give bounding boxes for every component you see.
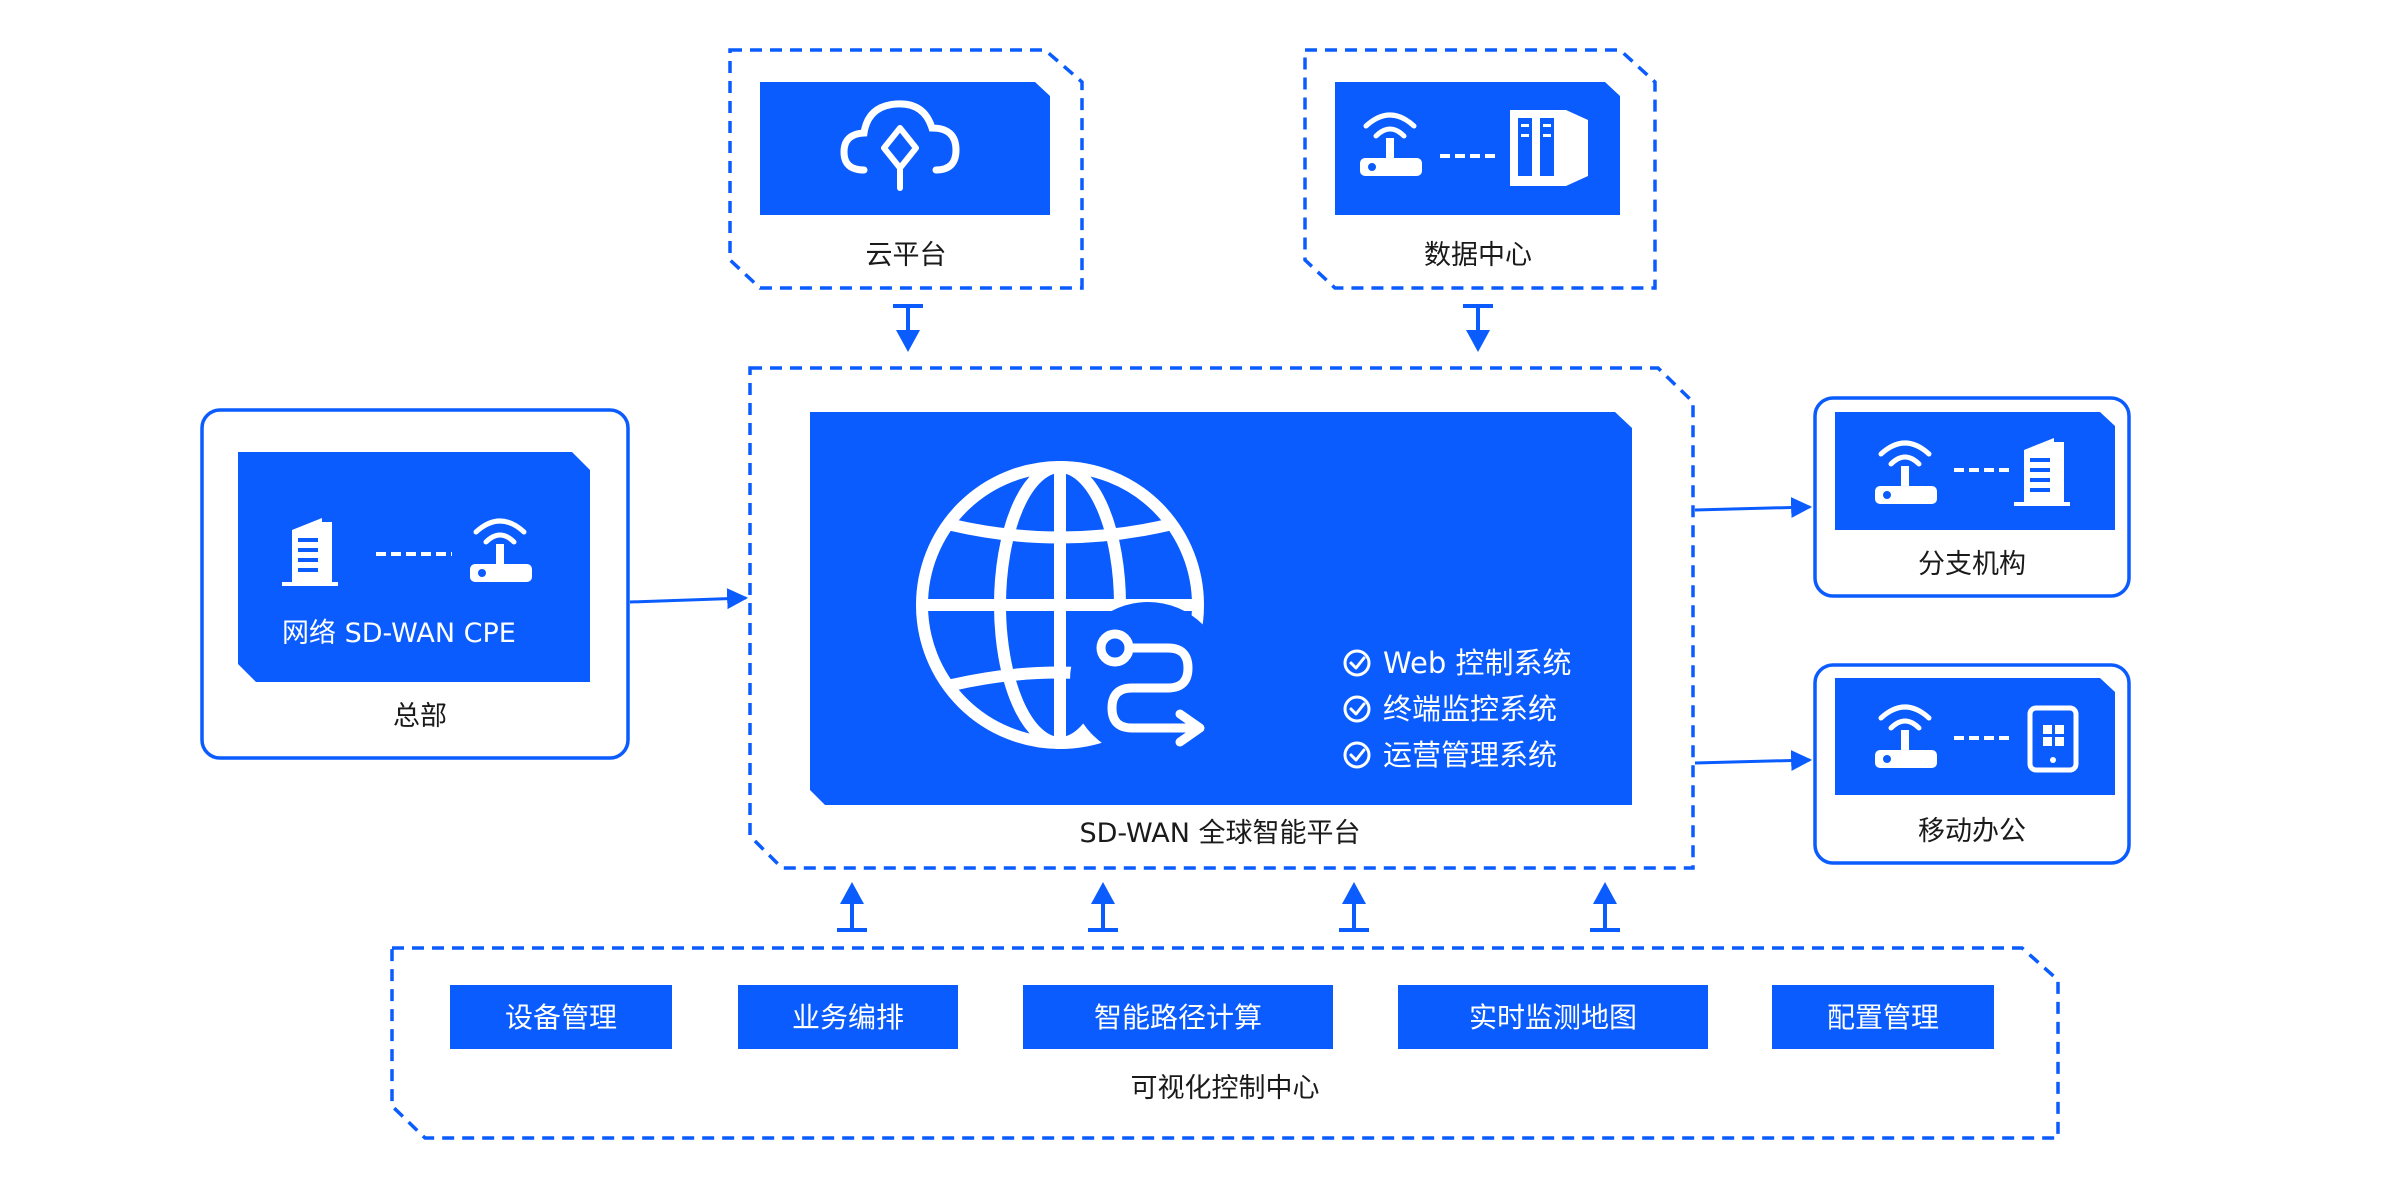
global-platform-node: Web 控制系统 终端监控系统 运营管理系统 SD-WAN 全球智能平台: [748, 366, 1695, 870]
data-center-frame: [1303, 48, 1657, 290]
tablet-icon: [2027, 705, 2079, 773]
cloud-platform-node: 云平台: [728, 48, 1084, 290]
system-item: Web 控制系统: [1343, 646, 1571, 680]
cloud-platform-label: 云平台: [866, 240, 947, 271]
cpe-label: 网络 SD-WAN CPE: [282, 618, 516, 649]
branch-frame: [1813, 396, 2131, 598]
arrow-platform-to-mobile: [1694, 749, 1813, 771]
arrows-control-to-platform: [837, 882, 1620, 932]
headquarters-node: 网络 SD-WAN CPE 总部: [200, 408, 630, 760]
arrow-datacenter-to-platform: [1463, 304, 1493, 352]
system-label: 终端监控系统: [1383, 692, 1557, 726]
module-label: 业务编排: [792, 1001, 904, 1034]
arrow-up: [1088, 882, 1118, 932]
server-rack-icon: [1510, 110, 1588, 186]
headquarters-frame: [200, 408, 630, 760]
global-platform-frame: [748, 366, 1695, 870]
arrow-platform-to-branch: [1694, 496, 1813, 518]
check-circle-icon: [1343, 741, 1371, 769]
system-label: Web 控制系统: [1383, 646, 1571, 680]
headquarters-label: 总部: [393, 701, 447, 732]
module-box: 设备管理: [450, 985, 672, 1049]
module-label: 智能路径计算: [1094, 1001, 1262, 1034]
system-item: 终端监控系统: [1343, 692, 1557, 726]
check-circle-icon: [1343, 649, 1371, 677]
data-center-node: 数据中心: [1303, 48, 1657, 290]
system-list: Web 控制系统 终端监控系统 运营管理系统: [1343, 646, 1571, 772]
module-box: 实时监测地图: [1398, 985, 1708, 1049]
cloud-platform-panel: [760, 82, 1050, 215]
branch-node: 分支机构: [1813, 396, 2131, 598]
arrow-hq-to-platform: [629, 588, 749, 610]
mobile-office-frame: [1813, 663, 2131, 865]
module-box: 业务编排: [738, 985, 958, 1049]
control-center-label: 可视化控制中心: [1131, 1073, 1320, 1104]
cloud-icon: [840, 100, 960, 191]
arrow-up: [837, 882, 867, 932]
data-center-label: 数据中心: [1424, 240, 1532, 271]
arrow-cloud-to-platform: [893, 304, 923, 352]
module-label: 实时监测地图: [1469, 1001, 1637, 1034]
check-circle-icon: [1343, 695, 1371, 723]
module-label: 设备管理: [505, 1001, 617, 1034]
module-box: 智能路径计算: [1023, 985, 1333, 1049]
system-item: 运营管理系统: [1343, 738, 1557, 772]
mobile-office-label: 移动办公: [1918, 816, 2026, 847]
control-center-frame: [390, 946, 2060, 1140]
cloud-platform-frame: [728, 48, 1084, 290]
arrow-up: [1339, 882, 1369, 932]
control-center-node: 设备管理 业务编排 智能路径计算 实时监测地图 配置管理 可视化控制中心: [390, 946, 2060, 1140]
module-label: 配置管理: [1827, 1001, 1939, 1034]
module-box: 配置管理: [1772, 985, 1994, 1049]
global-platform-label: SD-WAN 全球智能平台: [1079, 818, 1360, 849]
branch-label: 分支机构: [1918, 549, 2026, 580]
arrow-up: [1590, 882, 1620, 932]
headquarters-panel: [238, 452, 590, 682]
system-label: 运营管理系统: [1383, 738, 1557, 772]
globe-route-icon: [916, 461, 1226, 758]
mobile-office-node: 移动办公: [1813, 663, 2131, 865]
